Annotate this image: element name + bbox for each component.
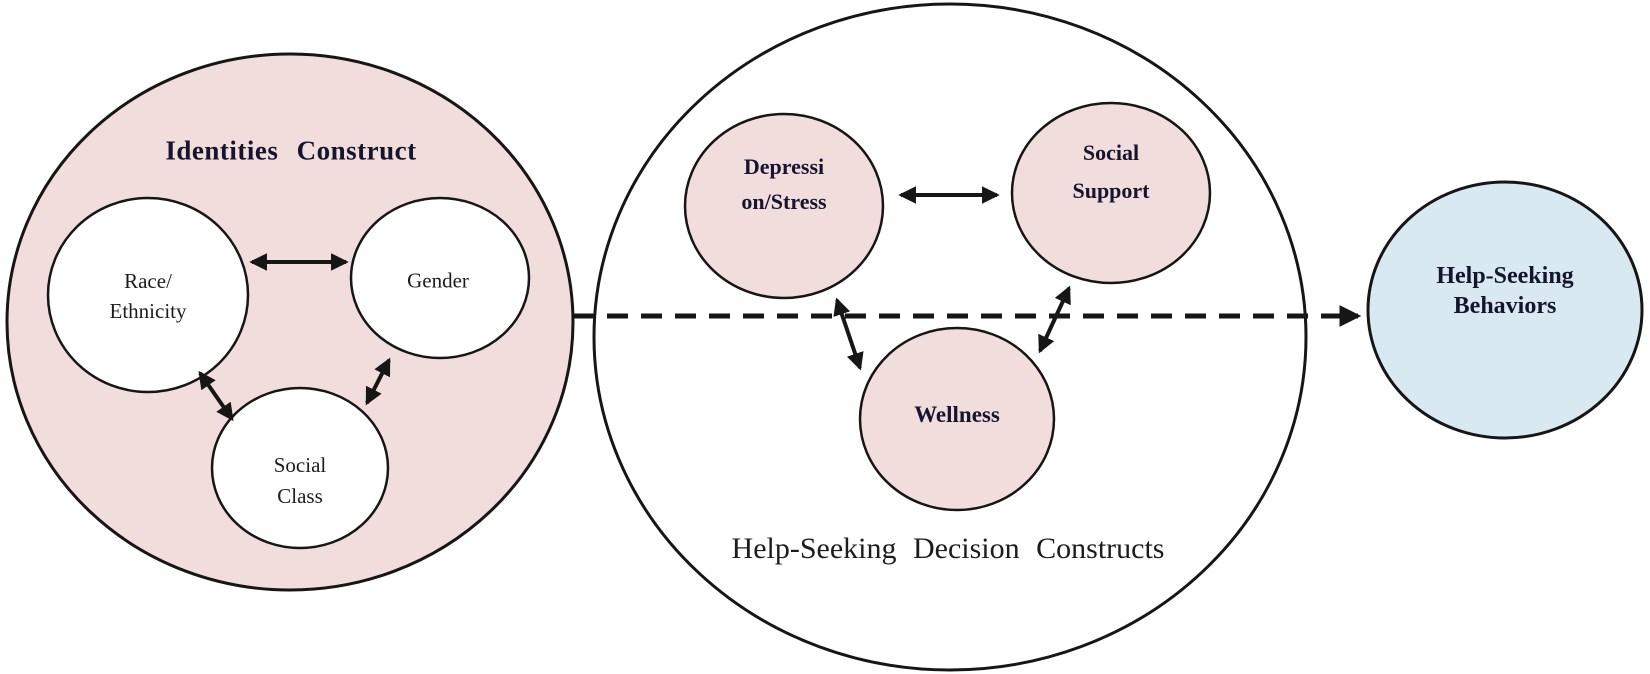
social-support-label: Social Support	[1072, 134, 1149, 210]
wellness-label: Wellness	[914, 402, 1000, 427]
race-social-class-arrow	[198, 370, 234, 422]
help-seeking-behaviors-circle	[1366, 180, 1644, 440]
depression-stress-label-line1: Depressi	[743, 154, 825, 179]
race-ethnicity-circle	[46, 196, 250, 394]
help-seeking-behaviors-label-line1: Help-Seeking	[1436, 263, 1574, 289]
gender-circle	[349, 196, 531, 360]
help-seeking-behaviors-label: Help-Seeking Behaviors	[1436, 261, 1573, 321]
social-class-label: Social Class	[274, 450, 327, 512]
wellness-circle	[858, 326, 1056, 512]
depression-stress-label: Depressi on/Stress	[741, 149, 826, 219]
identities-construct-title: Identities Construct	[165, 135, 417, 166]
social-support-label-line2: Support	[1072, 178, 1150, 203]
social-support-wellness-arrow	[1038, 285, 1071, 354]
identities-construct-circle	[5, 52, 575, 592]
gender-label: Gender	[407, 268, 469, 293]
depression-stress-label-line2: on/Stress	[741, 189, 827, 214]
race-ethnicity-label-line1: Race/	[124, 269, 172, 293]
gender-social-class-arrow	[365, 357, 391, 406]
depression-stress-circle	[683, 112, 885, 300]
social-support-circle	[1010, 101, 1212, 285]
social-class-label-line2: Class	[277, 484, 323, 508]
social-support-label-line1: Social	[1082, 140, 1140, 165]
decision-constructs-label: Help-Seeking Decision Constructs	[731, 532, 1165, 565]
race-ethnicity-label-line2: Ethnicity	[109, 299, 187, 323]
help-seeking-behaviors-label-line2: Behaviors	[1453, 293, 1557, 319]
social-class-label-line1: Social	[273, 453, 327, 477]
race-ethnicity-label: Race/ Ethnicity	[110, 266, 187, 326]
social-class-circle	[210, 386, 390, 550]
depression-wellness-arrow	[833, 297, 864, 371]
